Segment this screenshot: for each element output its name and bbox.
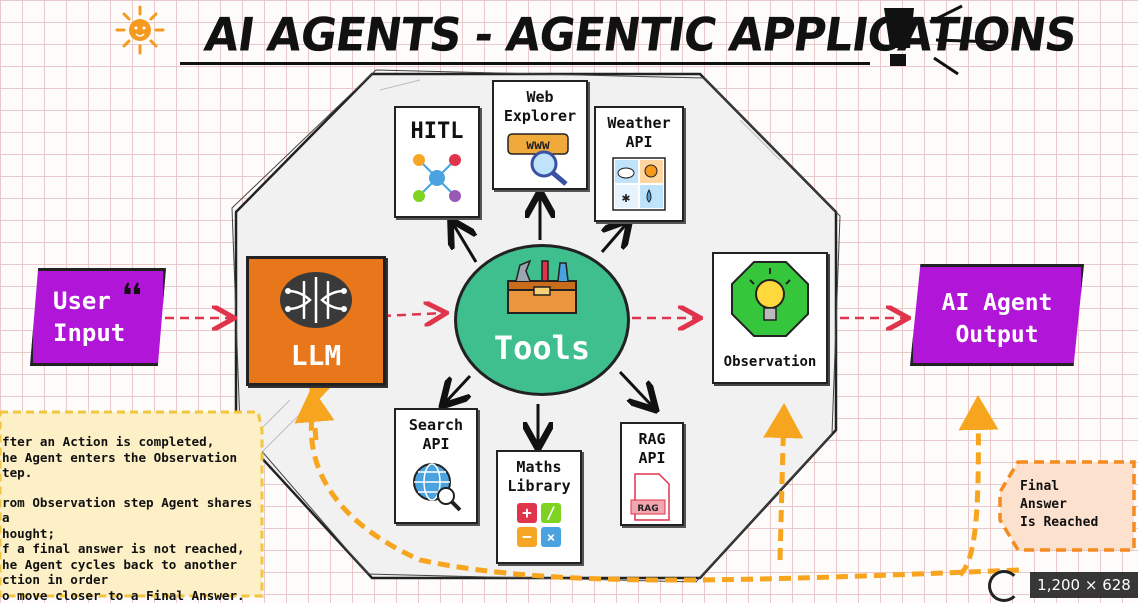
svg-text:×: × <box>547 530 555 546</box>
web-explorer-card: Web Explorer www <box>492 80 588 190</box>
tools-label: Tools <box>457 329 627 367</box>
hitl-card: HITL <box>394 106 480 218</box>
brand-logo-icon <box>988 570 1020 602</box>
llm-label: LLM <box>249 339 383 372</box>
output-node: AI Agent Output <box>910 264 1084 366</box>
weather-api-card: Weather API ✱ <box>594 106 684 222</box>
svg-text:−: − <box>522 527 532 546</box>
toolbox-icon <box>502 259 582 317</box>
rag-doc-text: RAG <box>637 504 658 514</box>
search-api-card: Search API <box>394 408 478 524</box>
observation-note: fter an Action is completed, he Agent en… <box>2 414 264 590</box>
svg-text:+: + <box>522 503 532 522</box>
note-paragraph-1: fter an Action is completed, he Agent en… <box>2 434 264 481</box>
web-explorer-label: Web Explorer <box>494 88 586 126</box>
final-answer-label: Final Answer Is Reached <box>1020 478 1098 532</box>
maths-library-card: Maths Library + / − × <box>496 450 582 564</box>
output-label: AI Agent Output <box>913 267 1081 351</box>
svg-text:✱: ✱ <box>622 190 631 206</box>
lightbulb-icon <box>728 258 812 340</box>
rag-api-card: RAG API RAG <box>620 422 684 526</box>
hitl-label: HITL <box>396 118 478 146</box>
calculator-icon: + / − × <box>514 500 564 550</box>
svg-text:/: / <box>546 503 556 522</box>
search-api-label: Search API <box>396 416 476 454</box>
title-underline <box>180 62 870 65</box>
brain-icon <box>276 269 356 331</box>
weather-api-label: Weather API <box>596 114 682 152</box>
magnifier-www-icon: www <box>500 130 580 188</box>
loop-to-output <box>960 400 978 575</box>
note-paragraph-2: rom Observation step Agent shares a houg… <box>2 495 264 603</box>
user-input-node: User Input ❝ <box>30 268 166 366</box>
observation-node: Observation <box>712 252 828 384</box>
quote-icon: ❝ <box>119 275 146 326</box>
maths-library-label: Maths Library <box>498 458 580 496</box>
globe-search-icon <box>408 458 464 514</box>
sun-icon <box>117 7 163 53</box>
document-rag-icon: RAG <box>629 472 675 522</box>
weather-grid-icon: ✱ <box>611 156 667 212</box>
llm-node: LLM <box>246 256 386 386</box>
tools-node: Tools <box>454 244 630 396</box>
network-people-icon <box>409 150 465 206</box>
page-title: AI AGENTS - AGENTIC APPLICATIONS <box>201 5 870 68</box>
image-size-badge: 1,200 × 628 <box>1030 572 1138 598</box>
rag-api-label: RAG API <box>622 430 682 468</box>
observation-label: Observation <box>714 354 826 370</box>
